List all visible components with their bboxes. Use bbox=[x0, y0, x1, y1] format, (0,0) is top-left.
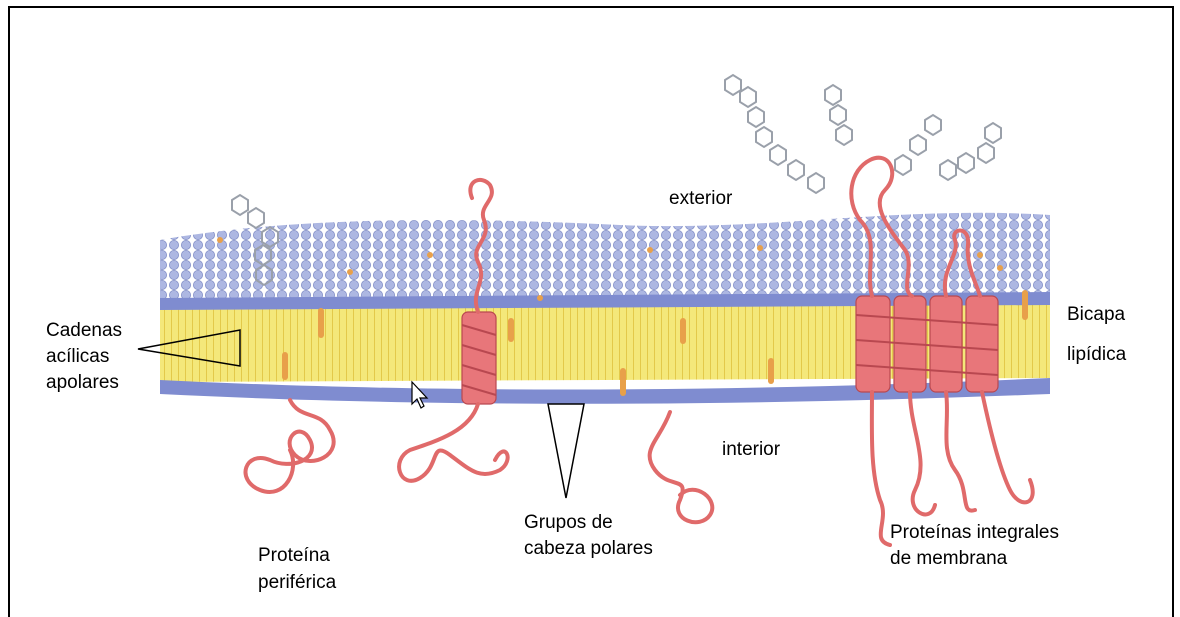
proteina-periferica-line1: Proteína bbox=[258, 543, 330, 569]
integrales-label-line1: Proteínas integrales bbox=[890, 520, 1059, 546]
cadenas-label-line3: apolares bbox=[46, 370, 119, 396]
interior-label: interior bbox=[722, 437, 780, 463]
bicapa-label-line2: lipídica bbox=[1067, 342, 1126, 368]
bicapa-label-line1: Bicapa bbox=[1067, 302, 1125, 328]
grupos-label-line2: cabeza polares bbox=[524, 536, 653, 562]
glycoprotein-sugar-chains bbox=[725, 75, 1001, 193]
exterior-label: exterior bbox=[669, 186, 732, 212]
grupos-label-line1: Grupos de bbox=[524, 510, 613, 536]
cadenas-label-line2: acílicas bbox=[46, 344, 109, 370]
mouse-cursor bbox=[412, 382, 427, 408]
outer-leaflet-heads bbox=[160, 213, 1050, 305]
integrales-label-line2: de membrana bbox=[890, 546, 1007, 572]
cadenas-label-line1: Cadenas bbox=[46, 318, 122, 344]
proteina-periferica-line2: periférica bbox=[258, 570, 336, 596]
